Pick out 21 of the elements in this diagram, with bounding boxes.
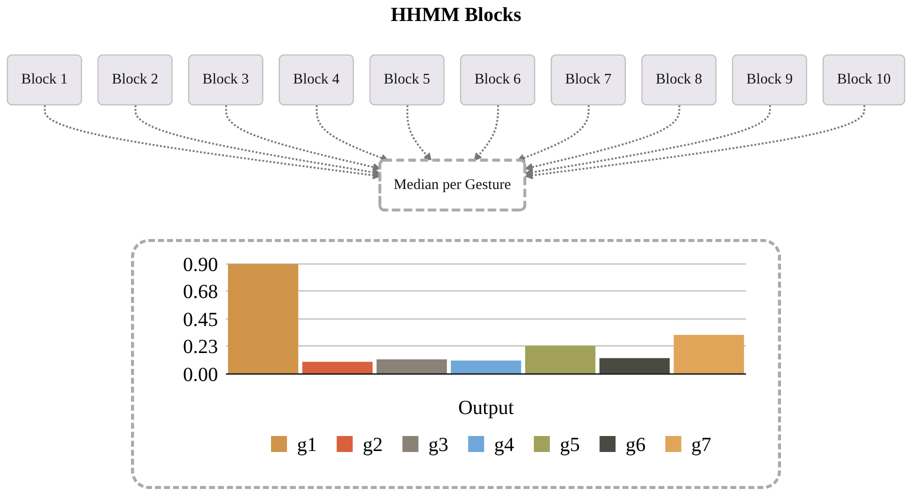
legend-label: g6: [626, 434, 646, 456]
arrow: [524, 105, 771, 176]
diagram-title: HHMM Blocks: [390, 4, 522, 28]
axis-tick-label: 0.68: [183, 280, 218, 303]
arrow: [516, 105, 590, 162]
arrow: [524, 105, 680, 171]
axis-tick-label: 0.45: [183, 309, 218, 331]
legend-label: g1: [297, 434, 317, 456]
legend-label: g7: [691, 434, 712, 456]
arrow: [406, 105, 432, 162]
axis-tick-label: 0.23: [183, 336, 218, 358]
arrow: [524, 105, 866, 180]
arrow: [316, 105, 389, 162]
axis-tick-label: 0.00: [183, 364, 218, 386]
axis-tick-label: 0.90: [183, 254, 218, 276]
legend-label: g3: [428, 434, 448, 456]
legend-label: g2: [362, 434, 383, 456]
arrow: [474, 105, 500, 162]
legend-label: g5: [560, 434, 580, 456]
axis-title: Output: [458, 397, 514, 419]
legend-label: g4: [494, 434, 514, 456]
